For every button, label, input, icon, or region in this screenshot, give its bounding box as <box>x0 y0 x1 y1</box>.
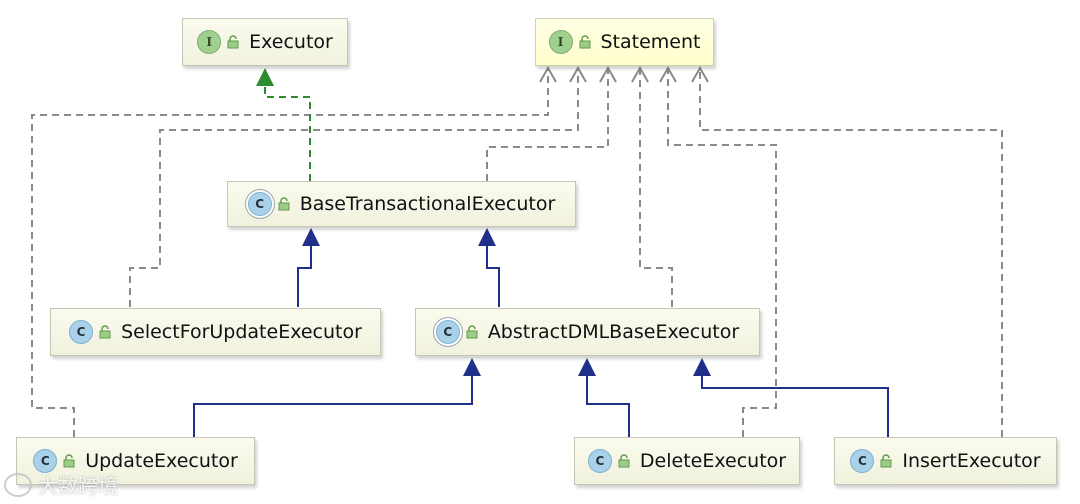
lock-open-icon <box>466 325 478 339</box>
lock-open-icon <box>880 454 892 468</box>
node-delete-executor[interactable]: C DeleteExecutor <box>574 437 800 485</box>
open-arrowhead <box>599 65 617 83</box>
node-insert-executor[interactable]: C InsertExecutor <box>834 437 1057 485</box>
node-executor[interactable]: I Executor <box>182 18 348 66</box>
abstract-class-icon: C <box>435 320 460 344</box>
filled-arrowhead-blue <box>463 358 481 376</box>
filled-arrowhead-blue <box>302 228 320 246</box>
lock-open-icon <box>63 454 75 468</box>
filled-arrowhead-green <box>256 68 274 86</box>
edge-abstractdml-extends-base <box>486 242 500 307</box>
open-arrowhead <box>631 65 649 83</box>
class-icon: C <box>33 449 58 473</box>
edge-update-implements-statement <box>31 70 549 437</box>
node-label: UpdateExecutor <box>85 450 238 472</box>
interface-icon: I <box>197 30 222 54</box>
filled-arrowhead-blue <box>578 358 596 376</box>
lock-open-icon <box>579 35 590 49</box>
abstract-class-icon: C <box>247 192 272 216</box>
lock-open-icon <box>278 197 290 211</box>
node-label: DeleteExecutor <box>639 450 787 472</box>
lock-open-icon <box>99 325 111 339</box>
class-icon: C <box>587 449 612 473</box>
watermark-logo-icon <box>4 472 32 497</box>
node-label: Executor <box>249 31 333 53</box>
class-icon: C <box>69 320 94 344</box>
node-label: BaseTransactionalExecutor <box>299 193 556 215</box>
interface-icon: I <box>548 30 573 54</box>
node-update-executor[interactable]: C UpdateExecutor <box>16 437 255 485</box>
node-select-for-update-executor[interactable]: C SelectForUpdateExecutor <box>50 308 381 356</box>
node-base-transactional-executor[interactable]: C BaseTransactionalExecutor <box>227 181 576 227</box>
filled-arrowhead-blue <box>693 358 711 376</box>
node-label: Statement <box>600 31 701 53</box>
filled-arrowhead-blue <box>478 228 496 246</box>
class-icon: C <box>850 449 875 473</box>
edge-base-implements-executor <box>264 82 311 181</box>
edge-delete-extends-abstractdml <box>586 372 630 437</box>
edge-base-implements-statement <box>486 70 609 181</box>
node-label: AbstractDMLBaseExecutor <box>487 321 740 343</box>
edge-abstractdml-implements-statement <box>639 70 673 307</box>
node-statement[interactable]: I Statement <box>535 18 714 66</box>
lock-open-icon <box>618 454 630 468</box>
open-arrowhead <box>659 65 677 83</box>
statement-arrowheads <box>539 65 709 83</box>
open-arrowhead <box>691 65 709 83</box>
edge-select-implements-statement <box>129 70 579 307</box>
open-arrowhead <box>539 65 557 83</box>
edge-insert-implements-statement <box>699 70 1003 437</box>
watermark: 大数跨境 <box>4 470 118 499</box>
node-label: SelectForUpdateExecutor <box>121 321 362 343</box>
lock-open-icon <box>227 35 239 49</box>
watermark-text: 大数跨境 <box>38 474 118 498</box>
open-arrowhead <box>569 65 587 83</box>
edge-select-extends-base <box>297 242 312 307</box>
edge-insert-extends-abstractdml <box>701 372 889 437</box>
edge-delete-implements-statement <box>667 70 777 437</box>
node-abstract-dml-base-executor[interactable]: C AbstractDMLBaseExecutor <box>415 308 760 356</box>
edge-update-extends-abstractdml <box>193 372 473 437</box>
node-label: InsertExecutor <box>902 450 1041 472</box>
